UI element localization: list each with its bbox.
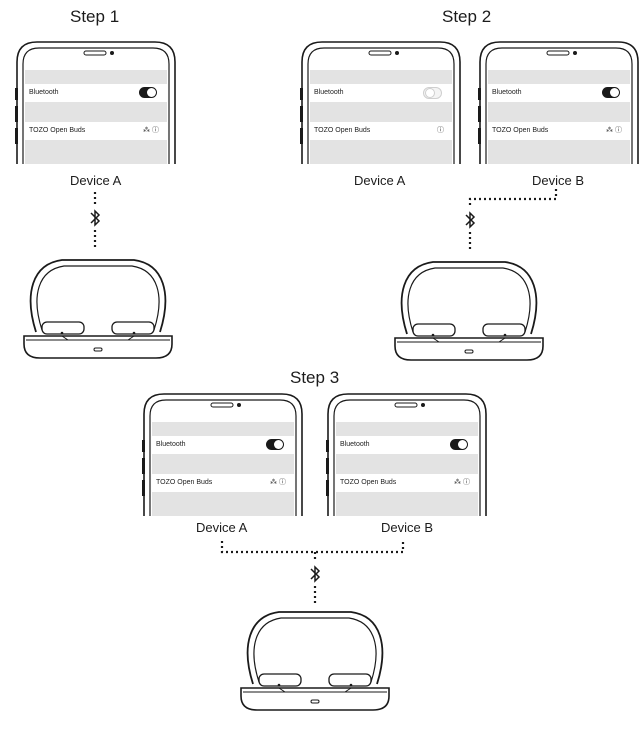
bluetooth-icon (310, 566, 320, 582)
device-name: TOZO Open Buds (314, 127, 371, 134)
bluetooth-row: Bluetooth (25, 84, 167, 102)
phone-screen: Bluetooth TOZO Open Buds ⓘ (310, 70, 452, 164)
phone-screen: Bluetooth TOZO Open Buds ⁂ ⓘ (488, 70, 630, 164)
bluetooth-label: Bluetooth (492, 89, 522, 96)
earbuds-case-icon (23, 259, 173, 359)
step2-device-a-label: Device A (354, 173, 406, 188)
phone-step3-device-b: Bluetooth TOZO Open Buds ⁂ ⓘ (326, 392, 488, 516)
earbuds-case-icon (240, 611, 390, 711)
info-icon[interactable]: ⓘ (463, 479, 470, 486)
device-row[interactable]: TOZO Open Buds ⁂ ⓘ (152, 474, 294, 492)
bluetooth-label: Bluetooth (340, 441, 370, 448)
device-row[interactable]: TOZO Open Buds ⁂ ⓘ (488, 122, 630, 140)
bluetooth-toggle[interactable] (602, 87, 620, 98)
device-row[interactable]: TOZO Open Buds ⓘ (310, 122, 452, 140)
phone-step2-device-a: Bluetooth TOZO Open Buds ⓘ (300, 40, 462, 164)
device-row[interactable]: TOZO Open Buds ⁂ ⓘ (336, 474, 478, 492)
bluetooth-label: Bluetooth (156, 441, 186, 448)
step3-device-b-label: Device B (381, 520, 434, 535)
info-icon[interactable]: ⓘ (615, 127, 622, 134)
dotted-connector (220, 541, 405, 554)
bluetooth-row: Bluetooth (310, 84, 452, 102)
bluetooth-row: Bluetooth (488, 84, 630, 102)
spinner-icon: ⁂ (454, 479, 462, 486)
step1-device-a-label: Device A (70, 173, 122, 188)
info-icon[interactable]: ⓘ (152, 127, 159, 134)
phone-screen: Bluetooth TOZO Open Buds ⁂ ⓘ (336, 422, 478, 516)
step-2-title: Step 2 (442, 7, 492, 26)
bluetooth-label: Bluetooth (314, 89, 344, 96)
step-1-title: Step 1 (70, 7, 120, 26)
dotted-connector (468, 189, 558, 206)
device-name: TOZO Open Buds (340, 479, 397, 486)
bluetooth-toggle[interactable] (450, 439, 468, 450)
bluetooth-toggle-off[interactable] (423, 87, 442, 99)
phone-screen: Bluetooth TOZO Open Buds ⁂ ⓘ (152, 422, 294, 516)
bluetooth-row: Bluetooth (152, 436, 294, 454)
spinner-icon: ⁂ (143, 127, 151, 134)
phone-step1-device-a: Bluetooth TOZO Open Buds ⁂ ⓘ (15, 40, 177, 164)
phone-step3-device-a: Bluetooth TOZO Open Buds ⁂ ⓘ (142, 392, 304, 516)
bluetooth-icon (465, 212, 475, 228)
info-icon[interactable]: ⓘ (279, 479, 286, 486)
earbuds-case-icon (394, 261, 544, 361)
spinner-icon: ⁂ (270, 479, 278, 486)
step2-device-b-label: Device B (532, 173, 585, 188)
bluetooth-row: Bluetooth (336, 436, 478, 454)
phone-step2-device-b: Bluetooth TOZO Open Buds ⁂ ⓘ (478, 40, 640, 164)
bluetooth-icon (90, 210, 100, 226)
device-name: TOZO Open Buds (29, 127, 86, 134)
phone-screen: Bluetooth TOZO Open Buds ⁂ ⓘ (25, 70, 167, 164)
step-3-title: Step 3 (290, 368, 340, 387)
step3-device-a-label: Device A (196, 520, 248, 535)
spinner-icon: ⁂ (606, 127, 614, 134)
bluetooth-toggle[interactable] (266, 439, 284, 450)
device-row[interactable]: TOZO Open Buds ⁂ ⓘ (25, 122, 167, 140)
bluetooth-label: Bluetooth (29, 89, 59, 96)
device-name: TOZO Open Buds (492, 127, 549, 134)
device-name: TOZO Open Buds (156, 479, 213, 486)
info-icon[interactable]: ⓘ (437, 127, 444, 134)
bluetooth-toggle[interactable] (139, 87, 157, 98)
